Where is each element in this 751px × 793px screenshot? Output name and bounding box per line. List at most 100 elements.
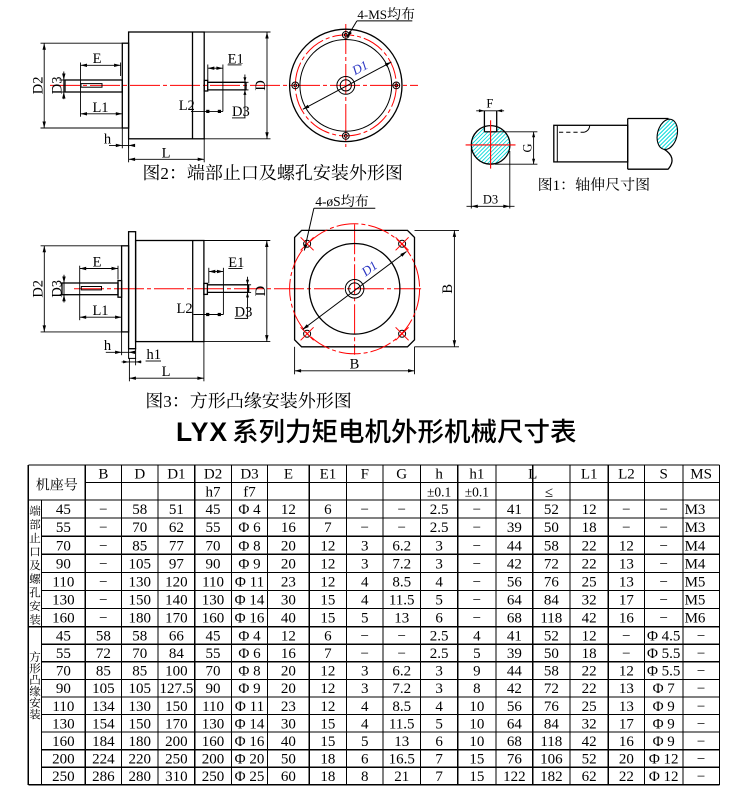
svg-text:250: 250 xyxy=(202,769,225,785)
svg-text:G: G xyxy=(396,467,407,483)
svg-text:40: 40 xyxy=(281,611,296,627)
svg-text:Φ 9: Φ 9 xyxy=(653,716,675,732)
svg-text:150: 150 xyxy=(129,716,152,732)
svg-text:2.5: 2.5 xyxy=(430,520,449,536)
svg-text:Φ 20: Φ 20 xyxy=(235,751,265,767)
svg-text:M6: M6 xyxy=(685,611,706,627)
svg-text:M5: M5 xyxy=(685,574,706,590)
svg-text:E: E xyxy=(284,467,293,483)
svg-text:85: 85 xyxy=(132,664,147,680)
svg-text:84: 84 xyxy=(544,716,560,732)
svg-text:2.5: 2.5 xyxy=(430,646,449,662)
svg-text:110: 110 xyxy=(202,574,224,590)
svg-text:58: 58 xyxy=(544,664,559,680)
svg-text:3: 3 xyxy=(361,538,369,554)
svg-text:5: 5 xyxy=(435,716,443,732)
svg-text:Φ 16: Φ 16 xyxy=(235,734,265,750)
svg-text:B: B xyxy=(440,284,456,294)
svg-text:D3: D3 xyxy=(232,104,250,120)
svg-text:3: 3 xyxy=(435,538,443,554)
svg-text:13: 13 xyxy=(619,681,634,697)
svg-text:16: 16 xyxy=(281,646,297,662)
svg-text:17: 17 xyxy=(619,593,635,609)
svg-text:D: D xyxy=(134,467,145,483)
svg-text:15: 15 xyxy=(469,769,484,785)
svg-text:h: h xyxy=(104,338,112,354)
svg-text:−: − xyxy=(397,646,405,662)
svg-text:160: 160 xyxy=(52,734,75,750)
svg-text:Φ 14: Φ 14 xyxy=(235,593,265,609)
svg-text:h: h xyxy=(104,131,112,147)
svg-text:6: 6 xyxy=(435,611,443,627)
svg-text:127.5: 127.5 xyxy=(160,681,194,697)
svg-text:106: 106 xyxy=(540,751,563,767)
svg-text:55: 55 xyxy=(206,520,221,536)
svg-text:150: 150 xyxy=(165,699,188,715)
svg-text:9: 9 xyxy=(473,664,481,680)
svg-text:70: 70 xyxy=(132,646,147,662)
svg-text:22: 22 xyxy=(582,681,597,697)
svg-text:−: − xyxy=(659,520,667,536)
svg-text:M4: M4 xyxy=(685,538,706,554)
svg-text:12: 12 xyxy=(619,538,634,554)
svg-text:18: 18 xyxy=(320,769,335,785)
svg-text:118: 118 xyxy=(540,734,562,750)
svg-text:Φ 12: Φ 12 xyxy=(649,751,679,767)
svg-text:16: 16 xyxy=(619,734,635,750)
svg-text:3: 3 xyxy=(435,681,443,697)
svg-text:8: 8 xyxy=(361,769,369,785)
svg-text:90: 90 xyxy=(206,556,221,572)
svg-text:Φ 9: Φ 9 xyxy=(238,556,260,572)
svg-text:L1: L1 xyxy=(92,303,108,319)
svg-text:Φ 4.5: Φ 4.5 xyxy=(647,628,680,644)
svg-text:10: 10 xyxy=(469,734,484,750)
svg-text:42: 42 xyxy=(582,734,597,750)
svg-text:D2: D2 xyxy=(31,280,47,298)
svg-text:M3: M3 xyxy=(685,520,706,536)
svg-text:110: 110 xyxy=(202,699,224,715)
svg-text:32: 32 xyxy=(582,593,597,609)
svg-text:−: − xyxy=(622,502,630,518)
svg-text:220: 220 xyxy=(129,751,152,767)
svg-text:3: 3 xyxy=(163,392,172,411)
svg-text:D2: D2 xyxy=(204,467,222,483)
svg-text:20: 20 xyxy=(281,538,296,554)
svg-text:12: 12 xyxy=(320,556,335,572)
svg-text:170: 170 xyxy=(165,611,188,627)
svg-text:15: 15 xyxy=(469,751,484,767)
svg-text:6.2: 6.2 xyxy=(392,664,411,680)
svg-text:Φ 25: Φ 25 xyxy=(235,769,265,785)
svg-text:6: 6 xyxy=(324,628,332,644)
svg-text:15: 15 xyxy=(320,593,335,609)
svg-text:L1: L1 xyxy=(581,467,598,483)
svg-text:224: 224 xyxy=(92,751,115,767)
svg-text:10: 10 xyxy=(469,716,484,732)
svg-text:13: 13 xyxy=(394,611,409,627)
svg-text:−: − xyxy=(622,628,630,644)
svg-text:5: 5 xyxy=(361,611,369,627)
svg-text:2.5: 2.5 xyxy=(430,628,449,644)
svg-text:E1: E1 xyxy=(320,467,337,483)
svg-text:5: 5 xyxy=(361,734,369,750)
svg-text:h1: h1 xyxy=(147,347,162,363)
svg-text:−: − xyxy=(397,502,405,518)
svg-text:−: − xyxy=(473,520,481,536)
svg-text:12: 12 xyxy=(582,502,597,518)
svg-text:L: L xyxy=(528,467,537,483)
svg-text:72: 72 xyxy=(544,681,559,697)
svg-text:122: 122 xyxy=(503,769,526,785)
svg-text:−: − xyxy=(697,646,705,662)
svg-text:25: 25 xyxy=(582,699,597,715)
svg-text:250: 250 xyxy=(165,751,188,767)
svg-text:h7: h7 xyxy=(206,485,222,501)
svg-text:−: − xyxy=(473,538,481,554)
svg-text:8.5: 8.5 xyxy=(392,574,411,590)
svg-text:134: 134 xyxy=(92,699,115,715)
svg-text:Φ 4: Φ 4 xyxy=(238,628,261,644)
svg-text:±0.1: ±0.1 xyxy=(465,485,489,500)
svg-text:D3: D3 xyxy=(50,280,66,298)
svg-text:3: 3 xyxy=(361,681,369,697)
svg-text:50: 50 xyxy=(544,520,559,536)
svg-text:22: 22 xyxy=(582,556,597,572)
svg-text:200: 200 xyxy=(52,751,75,767)
